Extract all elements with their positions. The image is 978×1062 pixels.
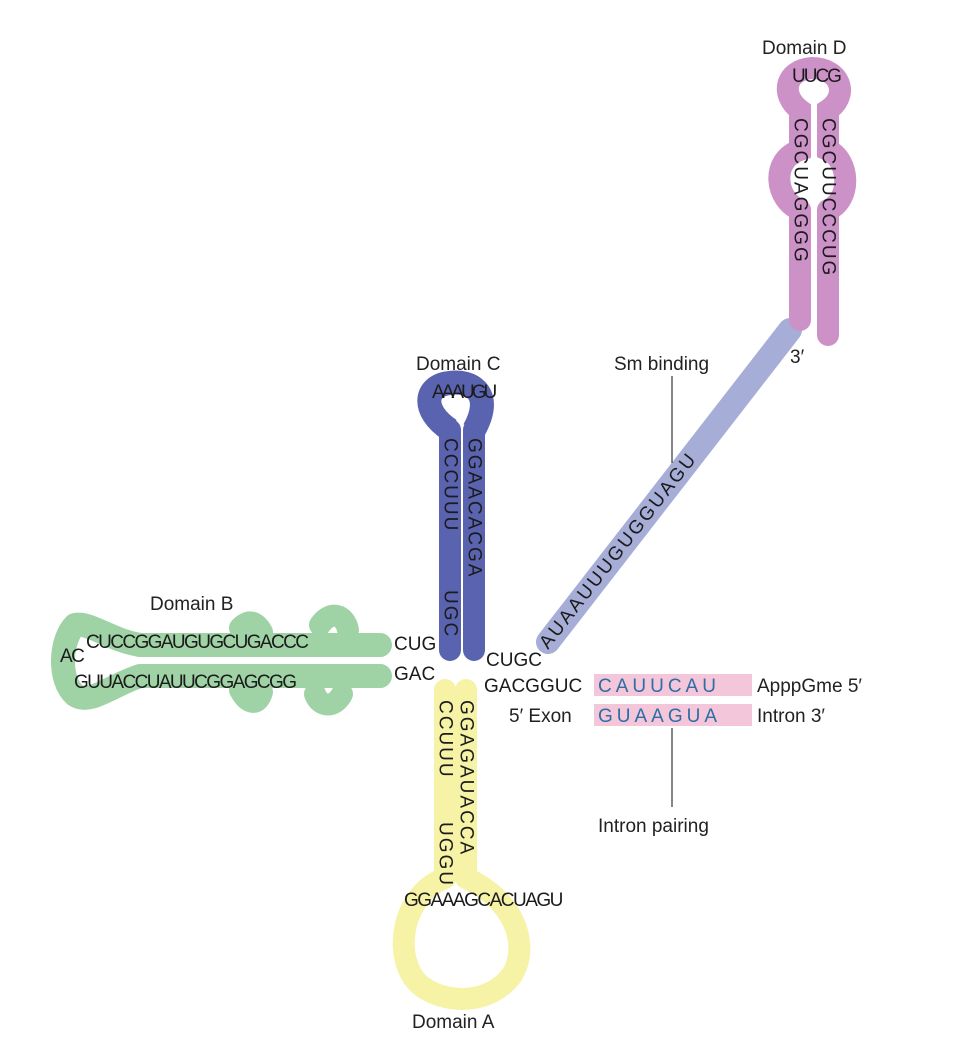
domain-b-link-bottom: GAC xyxy=(394,664,435,685)
sm-binding-label: Sm binding xyxy=(614,354,709,375)
domain-c-label: Domain C xyxy=(416,354,500,375)
intron-pairing-top-box xyxy=(594,674,752,696)
core-bottom-sequence: GACGGUC xyxy=(484,676,582,697)
domain-a-shape xyxy=(392,679,531,1010)
domain-b-bottom-sequence: GUUACCUAUUCGGAGCGG xyxy=(74,672,296,693)
domain-c-right-sequence: GGAACACGA xyxy=(464,438,485,578)
domain-b-top-sequence: CUCCGGAUGUGCUGACCC xyxy=(86,632,308,653)
domain-d-label: Domain D xyxy=(762,38,846,59)
intron-pairing-bottom-box xyxy=(594,704,752,726)
sm-binding-shape xyxy=(536,318,802,654)
domain-a-right-sequence: GGAGAUACCA xyxy=(456,700,477,856)
intron-pairing-label: Intron pairing xyxy=(598,816,709,837)
sm-tail-sequence: AUAAUUUGUGGUAGU xyxy=(535,448,701,653)
domain-a-label: Domain A xyxy=(412,1012,495,1033)
domain-b-label: Domain B xyxy=(150,594,233,615)
domain-a-loop-sequence: GGAAAGCACUAGU xyxy=(404,890,563,911)
domain-b-shape xyxy=(51,604,392,716)
domain-a-left-sequence: CCUUU xyxy=(435,700,456,779)
pair-top-sequence: CAUUCAU xyxy=(598,676,720,697)
domain-a-left2-sequence: UGGU xyxy=(435,822,456,887)
domain-b-link-top: CUG xyxy=(394,634,436,655)
domain-d-loop-sequence: UUCG xyxy=(792,66,841,87)
domain-c-left-sequence: CCCUUU xyxy=(440,438,461,532)
sm-three-prime-label: 3′ xyxy=(790,347,805,368)
cap-label: ApppGme 5′ xyxy=(757,676,862,697)
domain-c-loop-sequence: AAAUGU xyxy=(432,382,497,403)
domain-d-shape xyxy=(768,56,857,346)
domain-d-left-sequence: CGCUAGGGG xyxy=(790,118,811,264)
domain-c-shape xyxy=(417,370,494,661)
domain-d-right-sequence: CGCUUCCCUG xyxy=(818,118,839,277)
intron-label: Intron 3′ xyxy=(757,706,825,727)
pair-bottom-sequence: GUAAGUA xyxy=(598,706,721,727)
domain-c-left2-sequence: UGC xyxy=(440,590,461,638)
exon-label: 5′ Exon xyxy=(509,706,572,727)
domain-b-loop-left: AC xyxy=(60,646,84,667)
core-top-sequence: CUGC xyxy=(486,650,542,671)
